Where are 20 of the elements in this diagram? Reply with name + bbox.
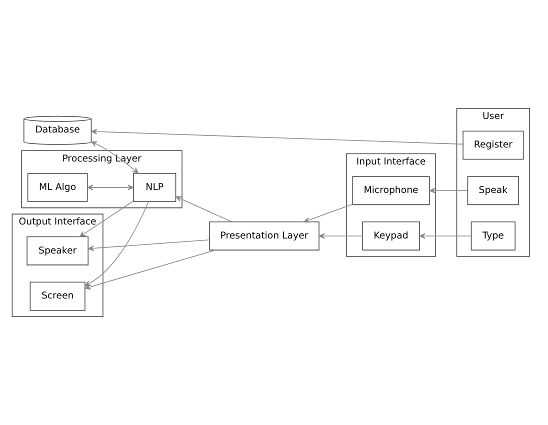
arrow (87, 184, 134, 190)
node-box: NLP (133, 172, 176, 202)
arrow (90, 141, 139, 174)
node-box: Microphone (352, 176, 430, 206)
node-box: Speak (467, 176, 519, 206)
arrow (419, 233, 472, 239)
node-box: Screen (30, 282, 86, 311)
node-box: Type (470, 222, 516, 250)
arrow (84, 201, 149, 286)
node-box: Register (462, 130, 524, 160)
arrow (88, 240, 210, 252)
arrow (304, 204, 354, 223)
node-box: Speaker (26, 236, 88, 266)
arrow (91, 128, 464, 145)
node-box: Keypad (362, 222, 420, 250)
arrow (429, 188, 468, 194)
node-box: ML Algo (27, 172, 88, 202)
arrow (79, 200, 134, 237)
node-box: Presentation Layer (209, 222, 320, 250)
arrow (318, 233, 363, 239)
